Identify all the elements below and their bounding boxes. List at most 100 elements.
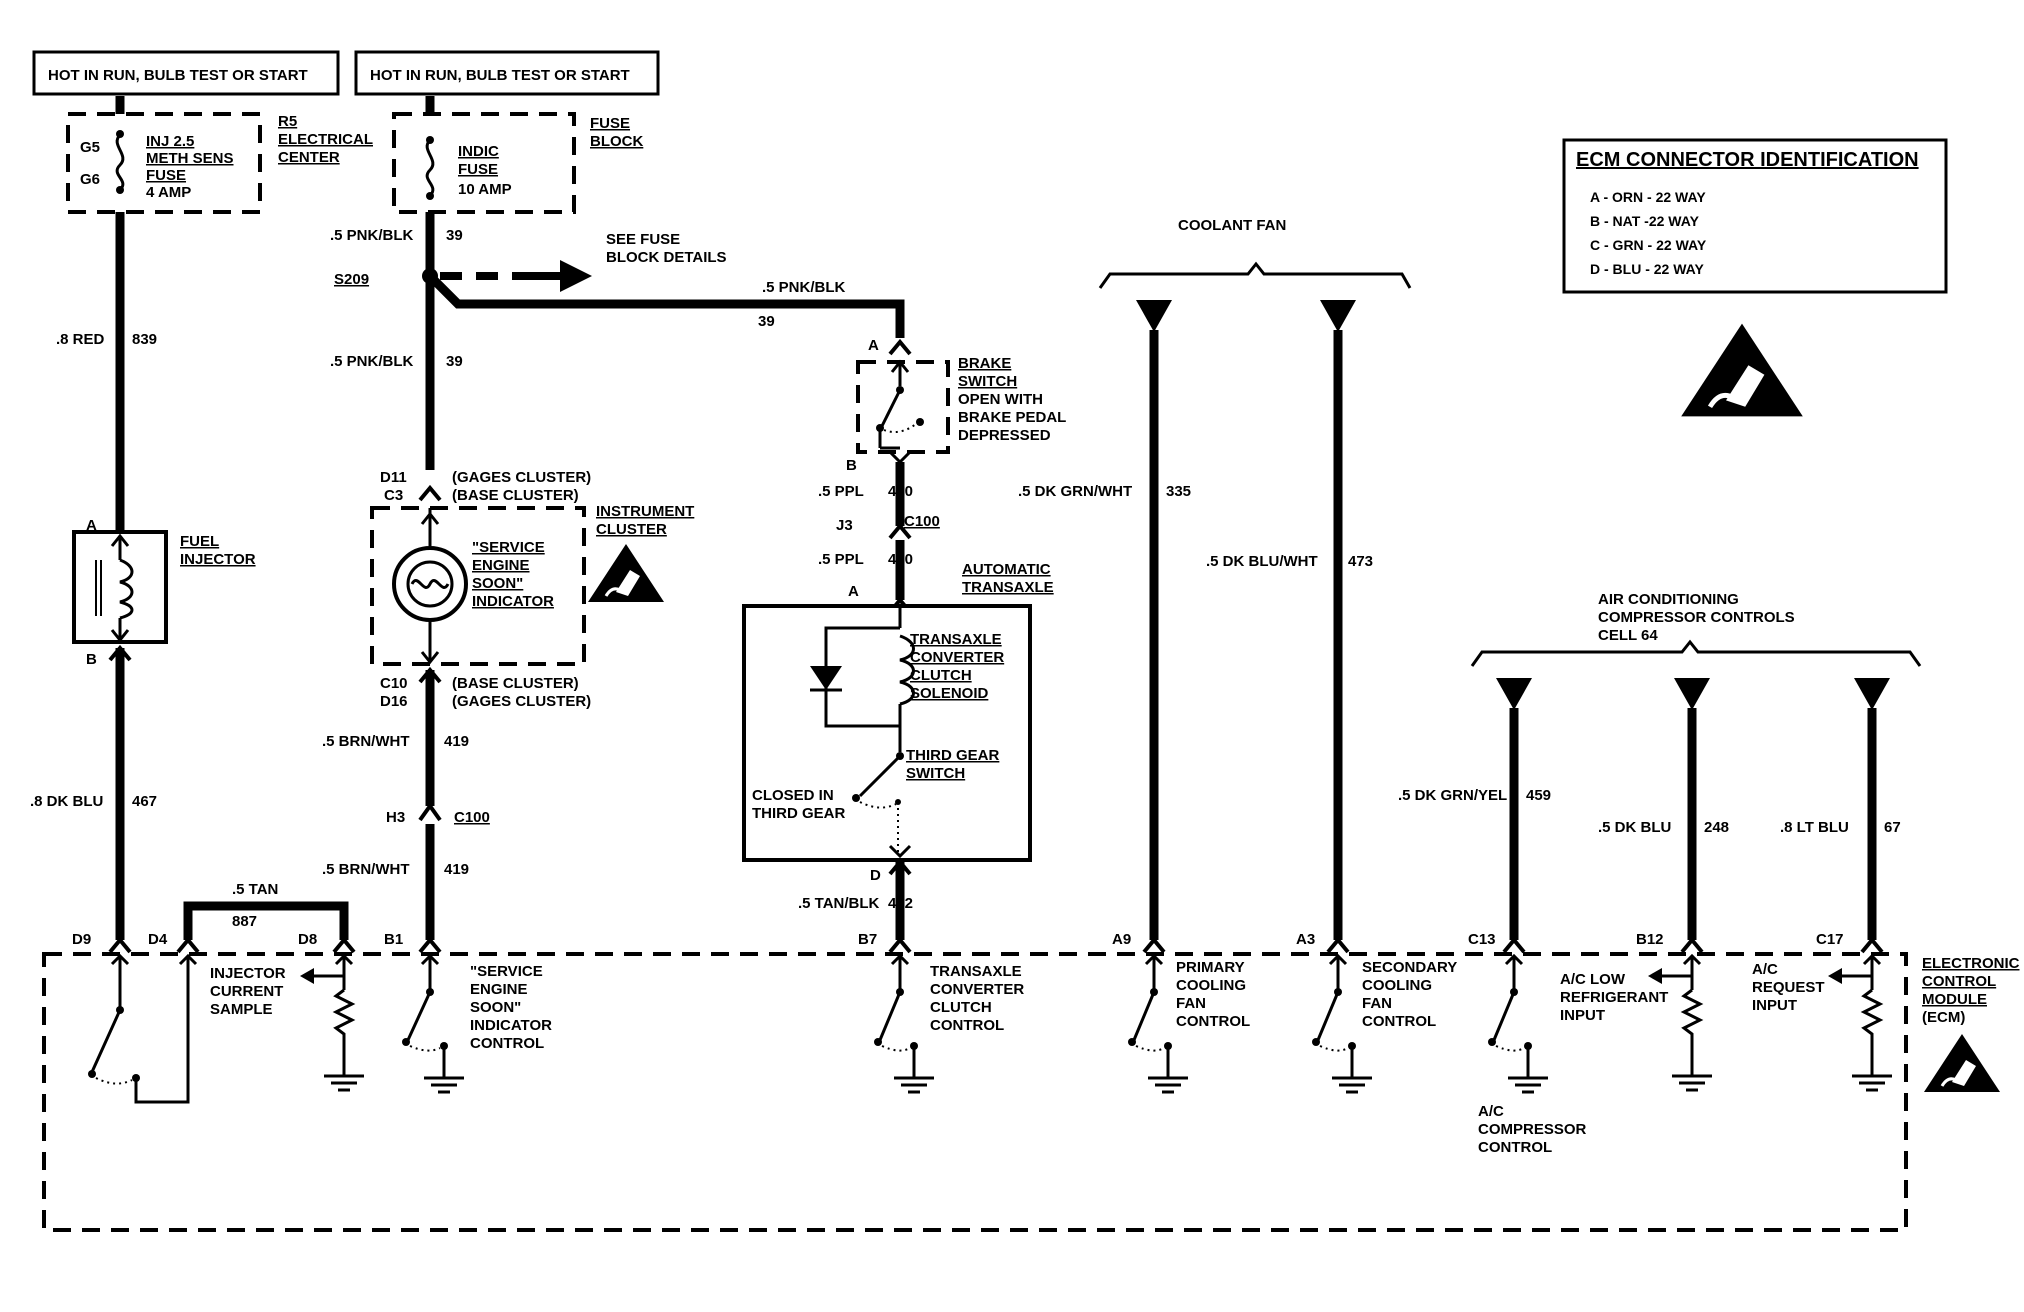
svg-text:C3: C3 xyxy=(384,487,403,504)
svg-text:D4: D4 xyxy=(148,931,168,948)
svg-text:SOON": SOON" xyxy=(472,575,523,592)
resistor-icon xyxy=(332,988,356,1064)
svg-text:COOLANT FAN: COOLANT FAN xyxy=(1178,217,1286,234)
svg-text:D11: D11 xyxy=(380,469,407,486)
ground-icon xyxy=(422,1064,466,1094)
svg-text:INDIC: INDIC xyxy=(458,143,499,160)
svg-text:ENGINE: ENGINE xyxy=(470,981,528,998)
brake-switch: A BRAKE SWITCH OPEN WITH BRAKE PEDAL DEP… xyxy=(818,337,1066,600)
svg-text:.5 BRN/WHT: .5 BRN/WHT xyxy=(322,733,410,750)
c13-switch xyxy=(1488,936,1550,1094)
svg-text:.5 DK BLU/WHT: .5 DK BLU/WHT xyxy=(1206,553,1318,570)
ecm-connector-legend: ECM CONNECTOR IDENTIFICATION A - ORN - 2… xyxy=(1562,138,1948,416)
svg-text:R5: R5 xyxy=(278,113,297,130)
svg-text:(BASE CLUSTER): (BASE CLUSTER) xyxy=(452,487,579,504)
svg-text:BLOCK: BLOCK xyxy=(590,133,643,150)
svg-text:B: B xyxy=(86,651,97,668)
svg-text:839: 839 xyxy=(132,331,157,348)
resistor-icon xyxy=(1680,988,1704,1064)
svg-text:"SERVICE: "SERVICE xyxy=(472,539,545,556)
svg-text:DEPRESSED: DEPRESSED xyxy=(958,427,1051,444)
transaxle-box xyxy=(742,604,1032,862)
svg-text:.5 TAN: .5 TAN xyxy=(232,881,278,898)
svg-text:INJECTOR: INJECTOR xyxy=(210,965,286,982)
svg-text:INDICATOR: INDICATOR xyxy=(470,1017,552,1034)
input-arrow-icon xyxy=(1828,968,1842,984)
svg-text:A9: A9 xyxy=(1112,931,1131,948)
svg-text:(GAGES CLUSTER): (GAGES CLUSTER) xyxy=(452,469,591,486)
svg-text:B7: B7 xyxy=(858,931,877,948)
svg-text:COOLING: COOLING xyxy=(1176,977,1246,994)
svg-text:COMPRESSOR CONTROLS: COMPRESSOR CONTROLS xyxy=(1598,609,1795,626)
svg-text:459: 459 xyxy=(1526,787,1551,804)
automatic-transaxle: AUTOMATIC TRANSAXLE A TRANSAXLE CONVERTE… xyxy=(742,561,1054,940)
svg-text:TRANSAXLE: TRANSAXLE xyxy=(910,631,1002,648)
svg-text:INJECTOR: INJECTOR xyxy=(180,551,256,568)
svg-text:SWITCH: SWITCH xyxy=(906,765,965,782)
resistor-icon xyxy=(1860,988,1884,1064)
svg-text:SECONDARY: SECONDARY xyxy=(1362,959,1457,976)
svg-text:.5 DK GRN/YEL: .5 DK GRN/YEL xyxy=(1398,787,1507,804)
ground-icon xyxy=(1146,1064,1190,1094)
svg-text:BLOCK DETAILS: BLOCK DETAILS xyxy=(606,249,727,266)
svg-text:D8: D8 xyxy=(298,931,317,948)
svg-text:INPUT: INPUT xyxy=(1560,1007,1605,1024)
svg-text:(ECM): (ECM) xyxy=(1922,1009,1965,1026)
svg-text:MODULE: MODULE xyxy=(1922,991,1987,1008)
svg-text:CONTROL: CONTROL xyxy=(930,1017,1004,1034)
svg-text:FUEL: FUEL xyxy=(180,533,219,550)
svg-text:422: 422 xyxy=(888,895,913,912)
svg-text:.8 DK BLU: .8 DK BLU xyxy=(30,793,103,810)
svg-text:420: 420 xyxy=(888,551,913,568)
svg-text:D: D xyxy=(870,867,881,884)
svg-text:SAMPLE: SAMPLE xyxy=(210,1001,273,1018)
fuel-injector-circuit: .8 RED 839 A FUEL INJECTOR B .8 DK BLU 4… xyxy=(30,212,256,940)
a9-switch xyxy=(1128,936,1190,1094)
svg-text:CONTROL: CONTROL xyxy=(470,1035,544,1052)
svg-text:C10: C10 xyxy=(380,675,408,692)
svg-text:C100: C100 xyxy=(904,513,940,530)
feed-arrow-icon xyxy=(1320,300,1356,332)
esd-warning-icon xyxy=(1922,1032,2002,1094)
c17-input xyxy=(1828,936,1894,1092)
input-arrow-icon xyxy=(1648,968,1662,984)
ground-icon xyxy=(1670,1062,1714,1092)
svg-text:REFRIGERANT: REFRIGERANT xyxy=(1560,989,1668,1006)
svg-text:A: A xyxy=(868,337,879,354)
svg-text:887: 887 xyxy=(232,913,257,930)
svg-text:FUSE: FUSE xyxy=(458,161,498,178)
svg-text:D9: D9 xyxy=(72,931,91,948)
svg-text:.5 PNK/BLK: .5 PNK/BLK xyxy=(330,353,414,370)
svg-text:.5 PNK/BLK: .5 PNK/BLK xyxy=(330,227,414,244)
svg-text:SWITCH: SWITCH xyxy=(958,373,1017,390)
indic-fuse: INDIC FUSE 10 AMP FUSE BLOCK xyxy=(392,96,643,214)
svg-text:SEE FUSE: SEE FUSE xyxy=(606,231,680,248)
feed-arrow-icon xyxy=(1136,300,1172,332)
svg-text:335: 335 xyxy=(1166,483,1191,500)
svg-text:CURRENT: CURRENT xyxy=(210,983,283,1000)
svg-text:SOLENOID: SOLENOID xyxy=(910,685,989,702)
b12-input xyxy=(1648,936,1714,1092)
svg-text:A/C: A/C xyxy=(1478,1103,1504,1120)
svg-text:.5 DK BLU: .5 DK BLU xyxy=(1598,819,1671,836)
svg-text:PRIMARY: PRIMARY xyxy=(1176,959,1245,976)
svg-text:.5 BRN/WHT: .5 BRN/WHT xyxy=(322,861,410,878)
esd-warning-icon xyxy=(586,542,666,604)
svg-text:A3: A3 xyxy=(1296,931,1315,948)
svg-text:39: 39 xyxy=(446,353,463,370)
svg-text:C13: C13 xyxy=(1468,931,1496,948)
svg-text:(BASE CLUSTER): (BASE CLUSTER) xyxy=(452,675,579,692)
svg-text:INDICATOR: INDICATOR xyxy=(472,593,554,610)
svg-text:CLUSTER: CLUSTER xyxy=(596,521,667,538)
svg-text:ELECTRONIC: ELECTRONIC xyxy=(1922,955,2020,972)
svg-text:FAN: FAN xyxy=(1362,995,1392,1012)
ground-icon xyxy=(1330,1064,1374,1094)
svg-text:39: 39 xyxy=(758,313,775,330)
splice-s209: .5 PNK/BLK 39 S209 SEE FUSE BLOCK DETAIL… xyxy=(330,212,905,470)
svg-text:J3: J3 xyxy=(836,517,853,534)
svg-text:67: 67 xyxy=(1884,819,1901,836)
svg-text:(GAGES CLUSTER): (GAGES CLUSTER) xyxy=(452,693,591,710)
solenoid-coil-icon xyxy=(899,634,915,706)
svg-text:467: 467 xyxy=(132,793,157,810)
